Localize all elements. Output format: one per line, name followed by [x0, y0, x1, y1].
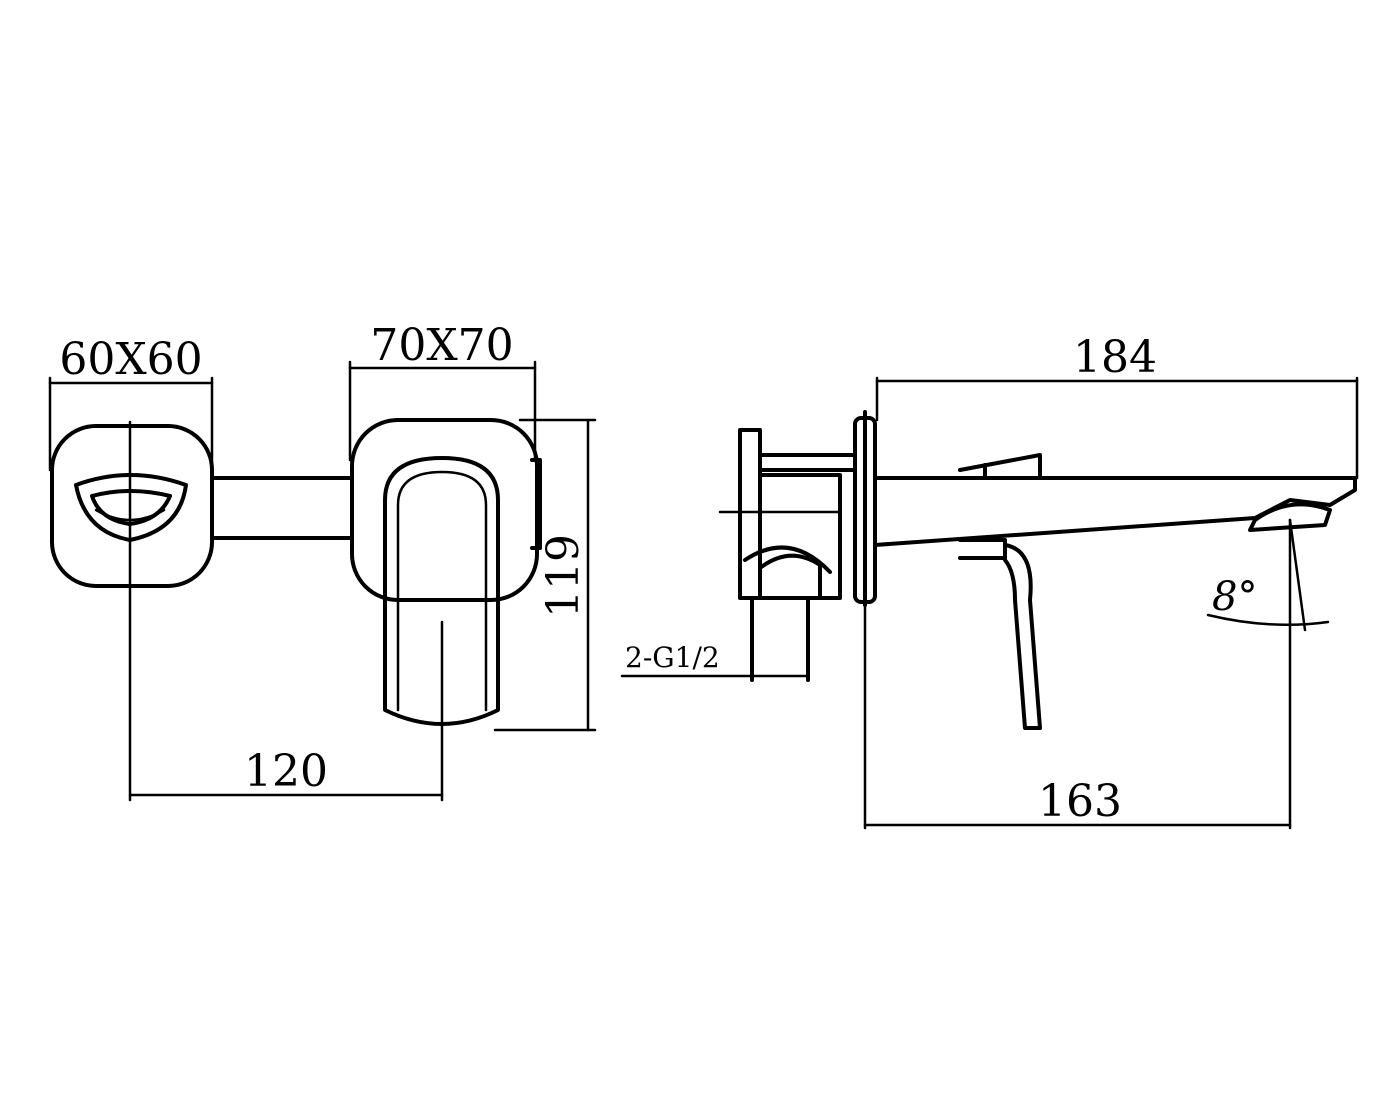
- dim-119-label: 119: [538, 534, 589, 618]
- dim-119: 119: [493, 418, 597, 732]
- lever-handle: [958, 538, 1042, 730]
- left-plate: [50, 424, 214, 588]
- spout-front: [383, 456, 500, 726]
- dim-120-label: 120: [244, 746, 328, 797]
- side-view: 2-G1/2 184 163: [620, 332, 1359, 830]
- dim-184-label: 184: [1073, 332, 1157, 383]
- connecting-bar: [210, 476, 354, 540]
- front-view: 60X60 70X70 120 119: [48, 320, 597, 802]
- dim-60x60-label: 60X60: [59, 334, 202, 385]
- angle-label: 8°: [1212, 574, 1257, 620]
- dim-120: 120: [128, 746, 444, 797]
- dim-angle: 8°: [1206, 518, 1330, 632]
- dim-163-label: 163: [1038, 776, 1122, 827]
- inlet-pipes: 2-G1/2: [620, 596, 810, 682]
- dim-184: 184: [875, 332, 1359, 480]
- dim-163: 163: [863, 518, 1292, 830]
- right-plate: [350, 418, 539, 602]
- inlet-label: 2-G1/2: [625, 641, 720, 674]
- dim-60x60: 60X60: [48, 334, 214, 472]
- valve-body: [718, 428, 857, 600]
- dim-70x70-label: 70X70: [370, 320, 513, 371]
- dim-70x70: 70X70: [348, 320, 537, 462]
- spout-side: [873, 453, 1357, 547]
